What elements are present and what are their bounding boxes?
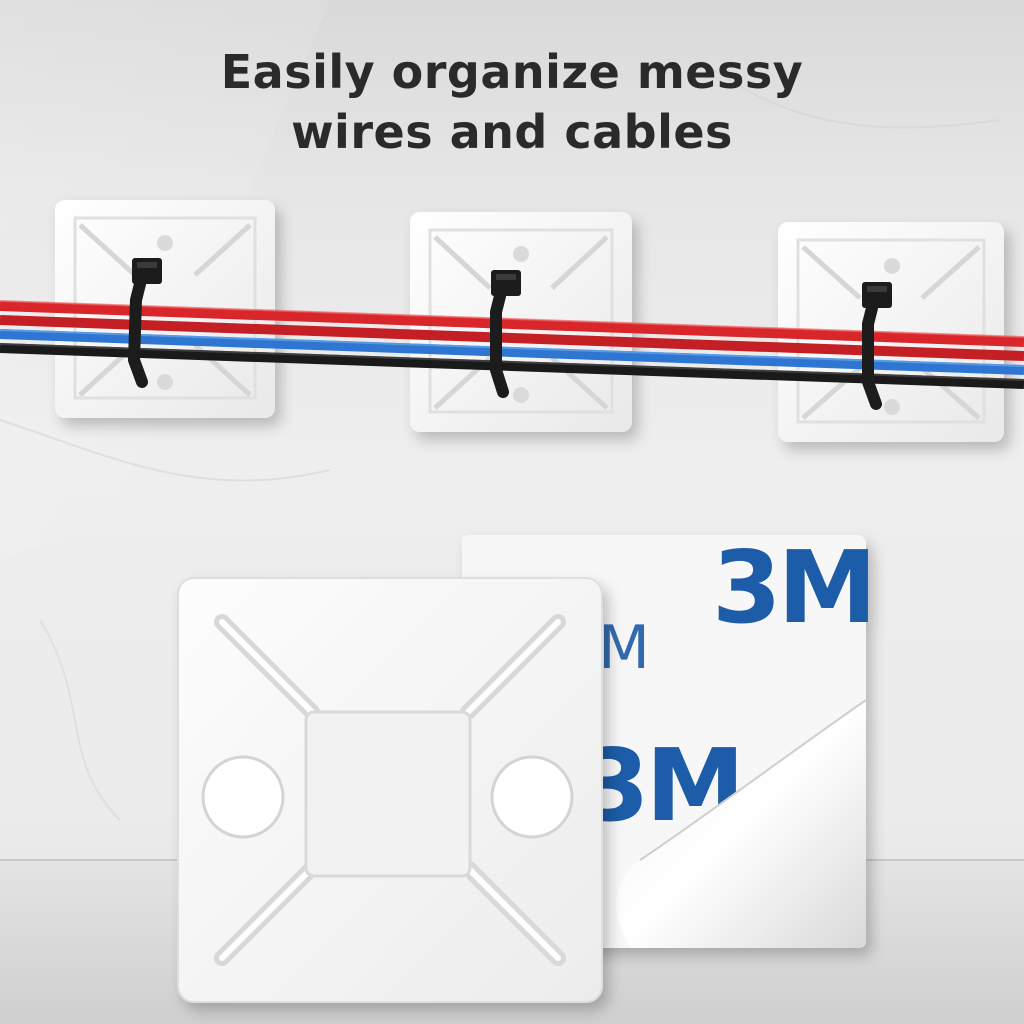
red-wire xyxy=(0,301,1024,347)
cable-bundle xyxy=(0,300,1024,389)
red-wire xyxy=(0,315,1024,361)
cable-tie-2 xyxy=(490,270,521,398)
large-mount-plate xyxy=(177,577,603,1003)
cable-tie-3 xyxy=(862,282,892,410)
logo-3m: 3M xyxy=(712,529,873,646)
cable-tie-1 xyxy=(127,258,162,388)
mount-hole-left xyxy=(201,755,285,839)
headline-line-1: Easily organize messy xyxy=(220,45,804,99)
headline: Easily organize messy wires and cables xyxy=(0,42,1024,162)
mount-hole-right xyxy=(490,755,574,839)
peeling-liner xyxy=(616,700,866,948)
blue-wire xyxy=(0,329,1024,375)
headline-line-2: wires and cables xyxy=(291,105,733,159)
center-block xyxy=(304,710,472,878)
black-wire xyxy=(0,343,1024,389)
